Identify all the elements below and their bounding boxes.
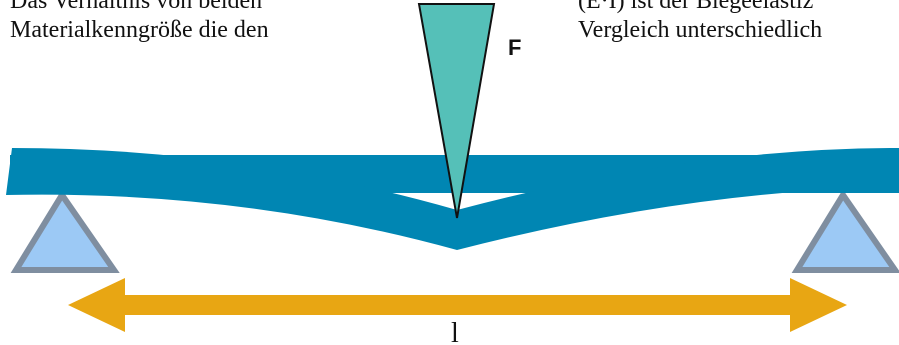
length-label: l xyxy=(451,318,459,345)
text-right-line-2: Vergleich unterschiedlich xyxy=(578,17,823,43)
text-left-line-1: Das Verhältnis von beiden xyxy=(10,0,263,14)
bent-beam xyxy=(6,148,899,250)
text-right-line-1: (E·I) ist der Biegeelastiz xyxy=(578,0,814,14)
force-wedge xyxy=(417,3,496,219)
force-label: F xyxy=(508,35,521,60)
text-left-line-2: Materialkenngröße die den xyxy=(10,17,269,43)
right-support xyxy=(791,189,899,273)
left-support xyxy=(10,189,120,273)
length-arrow xyxy=(68,278,847,332)
